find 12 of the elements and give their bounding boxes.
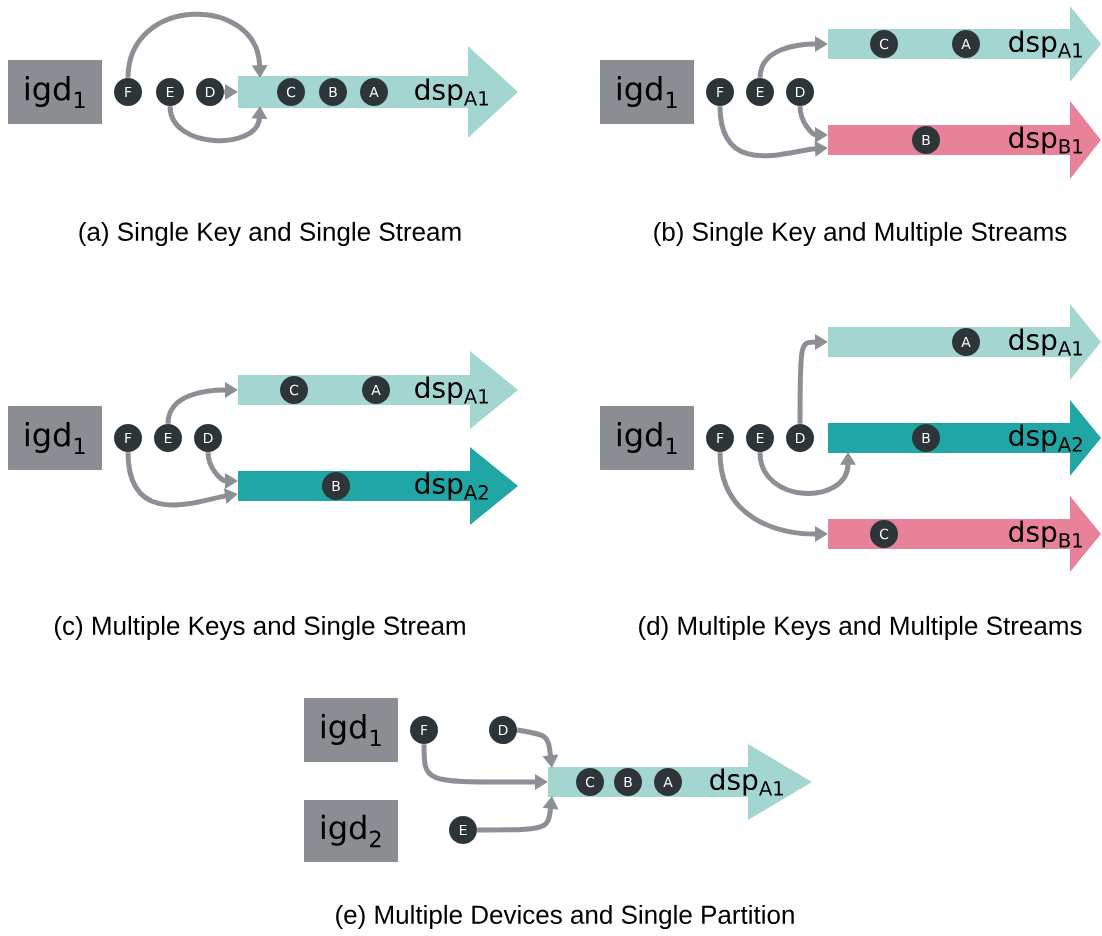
- device-box: igd$_{1}$: [8, 406, 102, 470]
- device-box: igd$_{1}$: [600, 406, 694, 470]
- caption: (a) Single Key and Single Stream: [79, 221, 461, 247]
- device-box: igd$_{1}$: [304, 698, 398, 762]
- arrow: [125, 11, 268, 79]
- caption: (b) Single Key and Multiple Streams: [654, 221, 1067, 247]
- device-box: igd$_{1}$: [600, 60, 694, 124]
- caption: (d) Multiple Keys and Multiple Streams: [639, 615, 1082, 641]
- caption: (e) Multiple Devices and Single Partition: [336, 904, 794, 930]
- device-box: igd$_{2}$: [304, 800, 398, 862]
- caption: (c) Multiple Keys and Single Stream: [55, 615, 465, 641]
- device-box: igd$_{1}$: [8, 60, 102, 124]
